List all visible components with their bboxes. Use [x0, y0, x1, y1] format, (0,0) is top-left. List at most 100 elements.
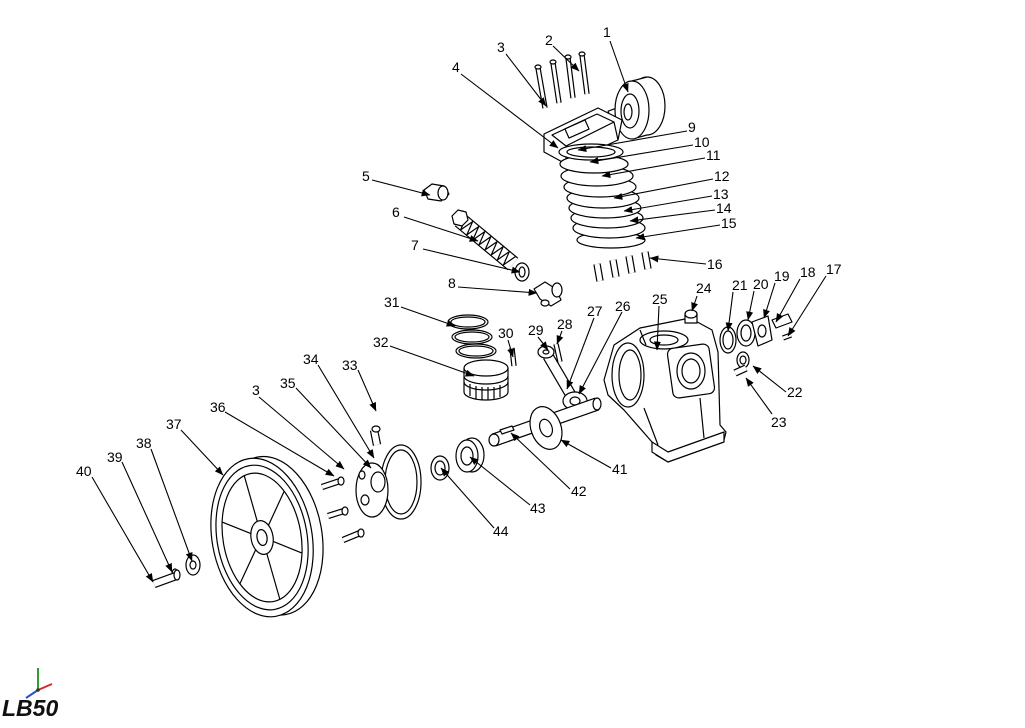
callout-38: 38: [136, 435, 193, 562]
callout-number: 28: [557, 316, 573, 332]
leader-arrow: [653, 305, 661, 351]
callout-number: 36: [210, 399, 226, 415]
callout-27: 27: [566, 303, 603, 390]
callout-number: 43: [530, 500, 546, 516]
callout-16: 16: [649, 255, 723, 272]
flywheel: [210, 455, 324, 618]
leader-arrow: [649, 255, 707, 265]
leader-arrow: [371, 179, 431, 197]
leader-arrow: [505, 53, 547, 107]
callout-5: 5: [362, 168, 431, 197]
callout-number: 20: [753, 276, 769, 292]
callout-18: 18: [775, 264, 816, 323]
leader-arrow: [560, 439, 612, 469]
leader-arrow: [566, 317, 595, 390]
callout-number: 27: [587, 303, 603, 319]
callout-number: 44: [493, 523, 509, 539]
parts-drawing: [152, 51, 793, 618]
callout-number: 3: [497, 39, 505, 55]
callout-number: 39: [107, 449, 123, 465]
leader-arrow: [295, 387, 372, 469]
leader-arrow: [258, 396, 345, 470]
callout-39: 39: [107, 449, 173, 573]
callout-number: 5: [362, 168, 370, 184]
bracket-18: [771, 313, 793, 329]
dowel-pin: [625, 255, 636, 274]
leader-arrow: [556, 330, 564, 345]
bolt-head-icon: [337, 476, 345, 486]
ring-20: [736, 319, 756, 347]
callout-number: 9: [688, 119, 696, 135]
leader-arrow: [507, 339, 515, 358]
leader-arrow: [552, 45, 580, 72]
callout-44: 44: [440, 467, 509, 539]
leader-arrow: [623, 195, 713, 214]
leader-arrow: [609, 40, 629, 93]
callout-10: 10: [589, 134, 710, 165]
leader-arrow: [357, 369, 377, 412]
callout-28: 28: [556, 316, 573, 345]
callout-13: 13: [623, 186, 729, 214]
piston-rings: [447, 314, 497, 359]
callout-33: 33: [342, 357, 377, 412]
callout-2: 2: [545, 32, 580, 72]
callout-number: 41: [612, 461, 628, 477]
callout-42: 42: [510, 432, 587, 499]
bolt-23: [733, 364, 748, 377]
bolt-17: [782, 332, 792, 341]
callout-number: 35: [280, 375, 296, 391]
spoke: [266, 553, 281, 600]
bolt-head-icon: [549, 59, 557, 65]
callout-35: 35: [280, 375, 372, 469]
tube-body: [454, 213, 519, 271]
callout-43: 43: [469, 456, 546, 516]
callout-number: 18: [800, 264, 816, 280]
leader-arrow: [629, 209, 716, 224]
leader-arrow: [691, 295, 698, 312]
leader-arrow: [775, 278, 801, 323]
spoke: [221, 521, 252, 535]
bolt-36: [341, 530, 362, 543]
tube-nut: [451, 209, 469, 227]
washer-38: [185, 554, 201, 576]
crank-key: [499, 425, 515, 435]
callout-number: 3: [252, 382, 260, 398]
callout-37: 37: [166, 416, 224, 476]
head-bolt: [579, 54, 590, 95]
leader-arrow: [440, 467, 495, 529]
head-bolt: [535, 67, 548, 109]
callout-number: 32: [373, 334, 389, 350]
transfer-tube: [451, 209, 519, 271]
callout-number: 1: [603, 24, 611, 40]
leader-arrow: [460, 73, 559, 149]
callout-15: 15: [635, 215, 737, 241]
callout-number: 22: [787, 384, 803, 400]
dowel-pin: [641, 251, 652, 270]
callout-number: 23: [771, 414, 787, 430]
dowel-pin: [609, 259, 620, 278]
callout-19: 19: [763, 268, 790, 319]
bearing: [455, 437, 485, 473]
spoke: [267, 490, 285, 526]
callout-41: 41: [560, 439, 628, 477]
callout-17: 17: [787, 261, 842, 337]
callout-number: 38: [136, 435, 152, 451]
callout-number: 13: [713, 186, 729, 202]
callout-6: 6: [392, 204, 479, 242]
callout-number: 17: [826, 261, 842, 277]
head-bolt: [550, 62, 562, 104]
dowel-pin: [593, 263, 604, 282]
crankcase: [603, 317, 727, 463]
callout-number: 11: [706, 147, 721, 163]
callout-number: 29: [528, 322, 544, 338]
bolt-40-shank: [152, 572, 178, 588]
leader-arrow: [745, 377, 773, 415]
leader-arrow: [469, 456, 531, 506]
dowel-pins: [593, 251, 652, 282]
model-label: LB50: [2, 695, 58, 721]
callout-24: 24: [691, 280, 712, 312]
bolt-head-icon: [357, 528, 365, 538]
callout-22: 22: [752, 365, 803, 400]
cap-24: [684, 309, 698, 324]
